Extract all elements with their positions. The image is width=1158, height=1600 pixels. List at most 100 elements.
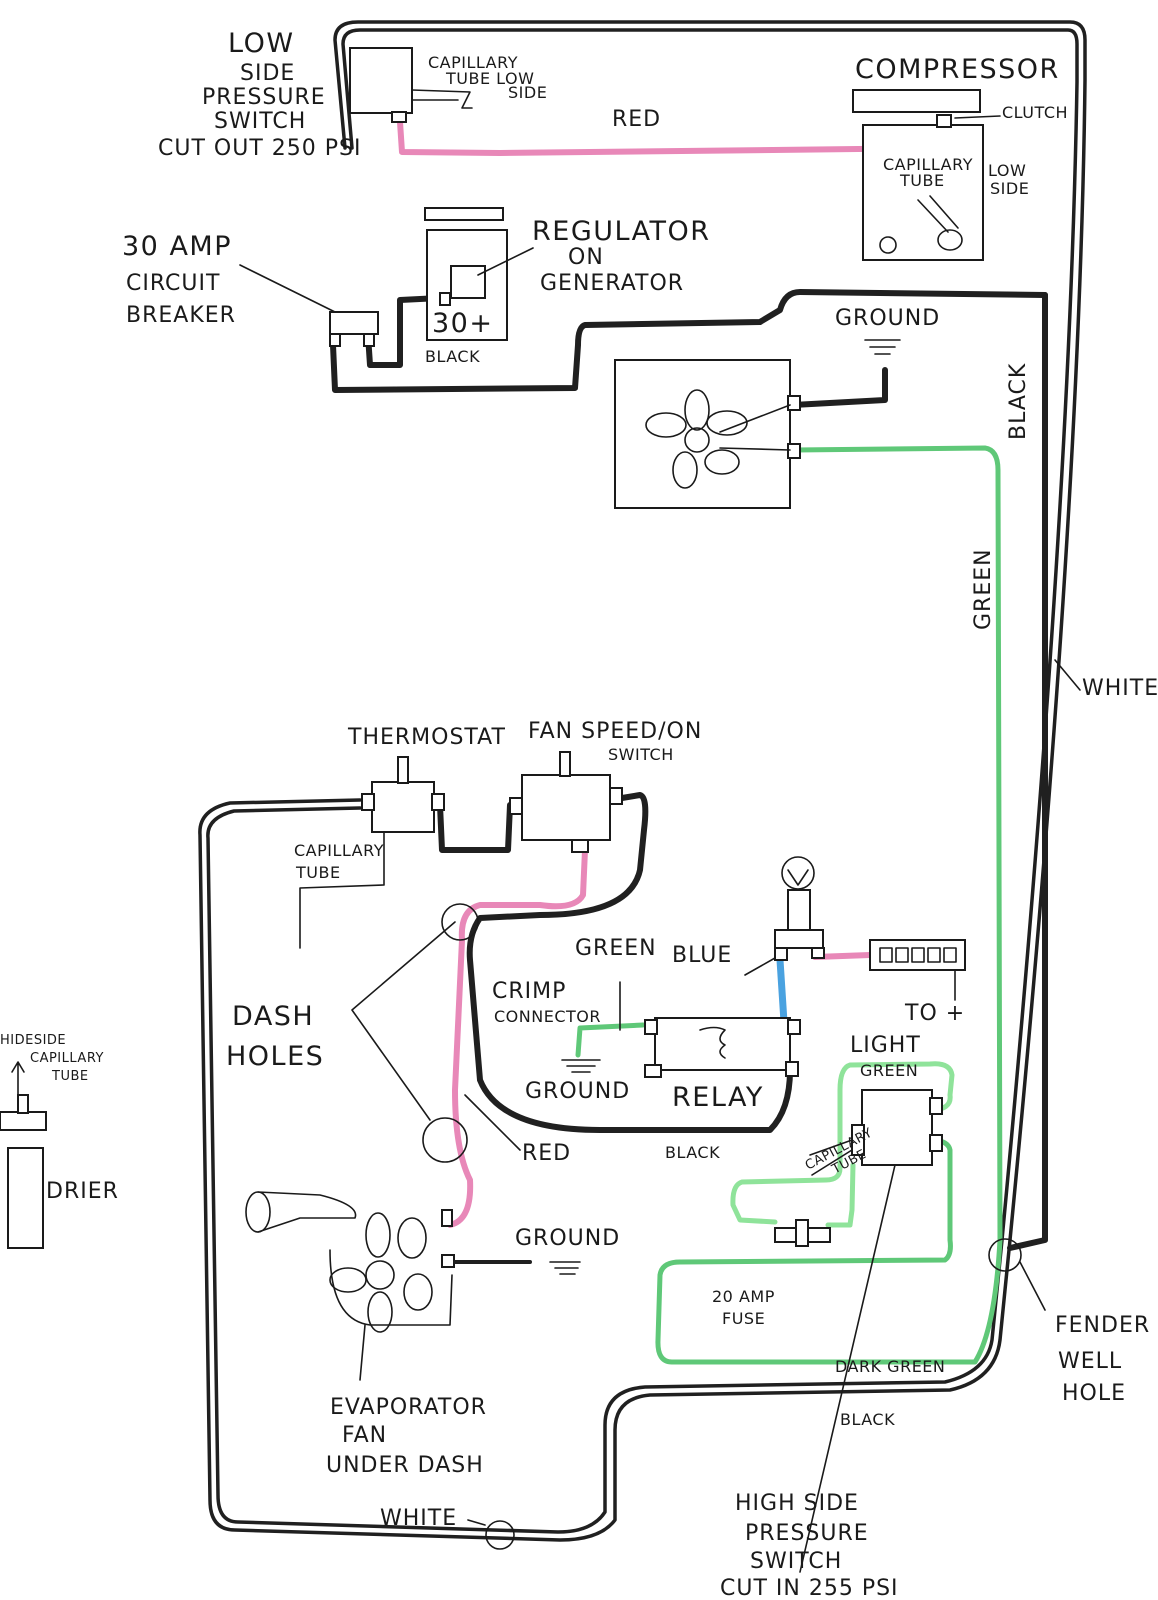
- svg-text:CUT IN 255 PSI: CUT IN 255 PSI: [720, 1576, 899, 1600]
- svg-text:PRESSURE: PRESSURE: [745, 1521, 869, 1546]
- svg-text:TUBE: TUBE: [51, 1069, 89, 1084]
- high-side-pressure-switch: [799, 1089, 943, 1573]
- fuse-label: 20 AMP FUSE: [712, 1287, 775, 1328]
- circuit-breaker: [239, 264, 379, 347]
- red-lower-label: RED: [522, 1141, 571, 1166]
- svg-text:WELL: WELL: [1058, 1349, 1122, 1374]
- svg-text:GREEN: GREEN: [860, 1061, 918, 1080]
- fan-speed-switch: [509, 751, 623, 853]
- ground-relay-label: GROUND: [525, 1079, 630, 1104]
- svg-text:CAPILLARY: CAPILLARY: [428, 53, 518, 72]
- svg-text:CAPILLARY: CAPILLARY: [294, 841, 384, 860]
- ground-evap-label: GROUND: [515, 1226, 620, 1251]
- svg-text:DASH: DASH: [232, 1001, 314, 1032]
- svg-text:CIRCUIT: CIRCUIT: [126, 271, 220, 296]
- high-side-switch-label: HIGH SIDE PRESSURE SWITCH CUT IN 255 PSI: [720, 1491, 899, 1600]
- relay: [561, 1017, 801, 1078]
- green-wire: [575, 445, 1003, 1365]
- light-green-label: LIGHT GREEN: [850, 1033, 921, 1080]
- to-plus-label: TO +: [904, 1001, 965, 1026]
- clutch-label: CLUTCH: [1002, 103, 1068, 122]
- dash-hole-markers: [351, 903, 1046, 1550]
- drier-label: DRIER: [46, 1179, 119, 1204]
- regulator-terminal-label: 30+: [432, 308, 493, 339]
- fender-well-hole-label: FENDER WELL HOLE: [1055, 1313, 1150, 1406]
- ground-fan-label: GROUND: [835, 306, 940, 355]
- fan-speed-switch-label: FAN SPEED/ON SWITCH: [528, 719, 702, 764]
- red-top-label: RED: [612, 107, 661, 132]
- svg-text:BREAKER: BREAKER: [126, 303, 236, 328]
- svg-text:TUBE: TUBE: [295, 863, 341, 882]
- dash-light: [774, 856, 825, 961]
- green-right-label: GREEN: [971, 548, 996, 630]
- svg-text:SIDE: SIDE: [990, 179, 1029, 198]
- fuse-block: [869, 939, 966, 1001]
- svg-text:SWITCH: SWITCH: [214, 109, 306, 134]
- blue-wire: [776, 956, 788, 1026]
- black-breaker-label: BLACK: [425, 347, 480, 366]
- svg-text:SWITCH: SWITCH: [750, 1549, 842, 1574]
- regulator-label: REGULATOR ON GENERATOR: [532, 216, 711, 296]
- svg-text:CRIMP: CRIMP: [492, 979, 566, 1004]
- compressor-label: COMPRESSOR: [855, 54, 1060, 85]
- svg-text:CAPILLARY: CAPILLARY: [883, 155, 973, 174]
- evaporator-fan-label: EVAPORATOR FAN UNDER DASH: [326, 1395, 487, 1478]
- dark-green-label: DARK GREEN: [835, 1357, 945, 1376]
- svg-text:SIDE: SIDE: [240, 61, 295, 86]
- white-right-label: WHITE: [1054, 659, 1158, 701]
- blue-label: BLUE: [672, 943, 732, 968]
- svg-text:EVAPORATOR: EVAPORATOR: [330, 1395, 487, 1420]
- relay-label: RELAY: [672, 1082, 764, 1113]
- svg-text:TUBE LOW: TUBE LOW: [445, 69, 534, 88]
- svg-text:FAN SPEED/ON: FAN SPEED/ON: [528, 719, 702, 744]
- svg-text:SIDE: SIDE: [508, 83, 547, 102]
- svg-text:30 AMP: 30 AMP: [122, 231, 232, 262]
- svg-text:FAN: FAN: [342, 1423, 387, 1448]
- black-relay-label: BLACK: [665, 1143, 720, 1162]
- drier-capillary-label: HIDESIDE CAPILLARY TUBE: [0, 1033, 104, 1084]
- svg-text:FENDER: FENDER: [1055, 1313, 1150, 1338]
- svg-text:HOLES: HOLES: [226, 1041, 324, 1072]
- svg-text:GENERATOR: GENERATOR: [540, 271, 684, 296]
- light-green-wire: [730, 1061, 955, 1228]
- low-side-switch-label: LOW SIDE PRESSURE SWITCH CUT OUT 250 PSI: [158, 28, 361, 161]
- svg-text:LIGHT: LIGHT: [850, 1033, 921, 1058]
- capillary-low-side-label: CAPILLARY TUBE LOW SIDE: [428, 53, 547, 102]
- svg-text:REGULATOR: REGULATOR: [532, 216, 711, 247]
- svg-text:SWITCH: SWITCH: [608, 745, 674, 764]
- svg-text:HOLE: HOLE: [1062, 1381, 1126, 1406]
- svg-text:WHITE: WHITE: [1082, 676, 1158, 701]
- svg-text:LOW: LOW: [228, 28, 295, 59]
- thermostat-label: THERMOSTAT: [347, 725, 506, 750]
- black-bottom-label: BLACK: [840, 1410, 895, 1429]
- svg-text:PRESSURE: PRESSURE: [202, 85, 326, 110]
- svg-text:CONNECTOR: CONNECTOR: [494, 1007, 601, 1026]
- regulator: [424, 207, 534, 341]
- svg-text:HIDESIDE: HIDESIDE: [0, 1033, 66, 1048]
- svg-text:GROUND: GROUND: [835, 306, 940, 331]
- svg-text:CUT OUT 250 PSI: CUT OUT 250 PSI: [158, 136, 361, 161]
- black-wire: [330, 289, 1048, 1251]
- evaporator-fan: [245, 1191, 581, 1381]
- dash-holes-label: DASH HOLES: [226, 1001, 324, 1072]
- black-right-label: BLACK: [1006, 363, 1031, 440]
- drier: [0, 1061, 47, 1249]
- inline-fuse: [774, 1219, 831, 1247]
- green-relay-label: GREEN: [575, 936, 657, 961]
- svg-text:HIGH SIDE: HIGH SIDE: [735, 1491, 859, 1516]
- svg-text:20 AMP: 20 AMP: [712, 1287, 775, 1306]
- svg-text:ON: ON: [568, 245, 604, 270]
- svg-text:TUBE: TUBE: [899, 171, 945, 190]
- white-bottom-label: WHITE: [380, 1506, 457, 1531]
- radiator-fan: [614, 359, 801, 509]
- crimp-connector-label: CRIMP CONNECTOR: [492, 979, 601, 1026]
- low-side-pressure-switch: [349, 47, 473, 123]
- svg-text:CAPILLARY: CAPILLARY: [30, 1051, 104, 1066]
- capillary-thermo-label: CAPILLARY TUBE: [294, 841, 384, 882]
- svg-text:UNDER DASH: UNDER DASH: [326, 1453, 484, 1478]
- compressor: [852, 89, 1001, 261]
- compressor-capillary-label: CAPILLARY TUBE LOW SIDE: [883, 155, 1029, 198]
- circuit-breaker-label: 30 AMP CIRCUIT BREAKER: [122, 231, 236, 328]
- svg-text:LOW: LOW: [988, 161, 1026, 180]
